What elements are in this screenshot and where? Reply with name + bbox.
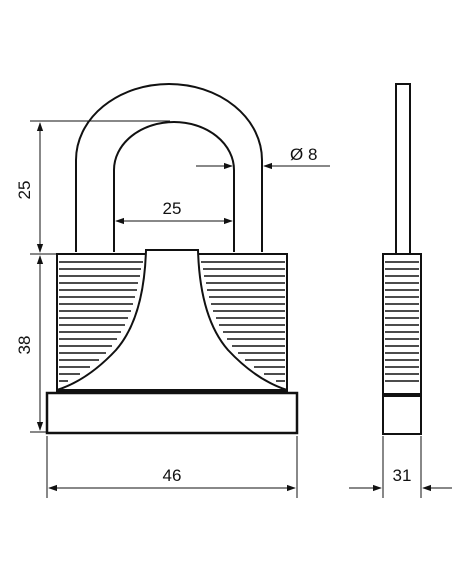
center-plate [56, 249, 288, 391]
label-diameter: Ø 8 [290, 145, 317, 164]
front-view [45, 83, 299, 435]
label-body-height: 38 [15, 336, 34, 355]
side-base [382, 395, 422, 435]
dimension-lines [30, 120, 452, 498]
label-inner-width: 25 [163, 199, 182, 218]
label-shackle-height: 25 [15, 181, 34, 200]
side-ribbing [385, 261, 419, 382]
label-thickness: 31 [393, 466, 412, 485]
shackle [75, 83, 263, 252]
ribbing-right [201, 261, 285, 382]
label-body-width: 46 [163, 466, 182, 485]
ribbing-left [59, 261, 143, 382]
side-body [382, 253, 422, 395]
padlock-base [45, 391, 299, 435]
side-view [382, 83, 422, 435]
side-shackle [395, 83, 411, 255]
